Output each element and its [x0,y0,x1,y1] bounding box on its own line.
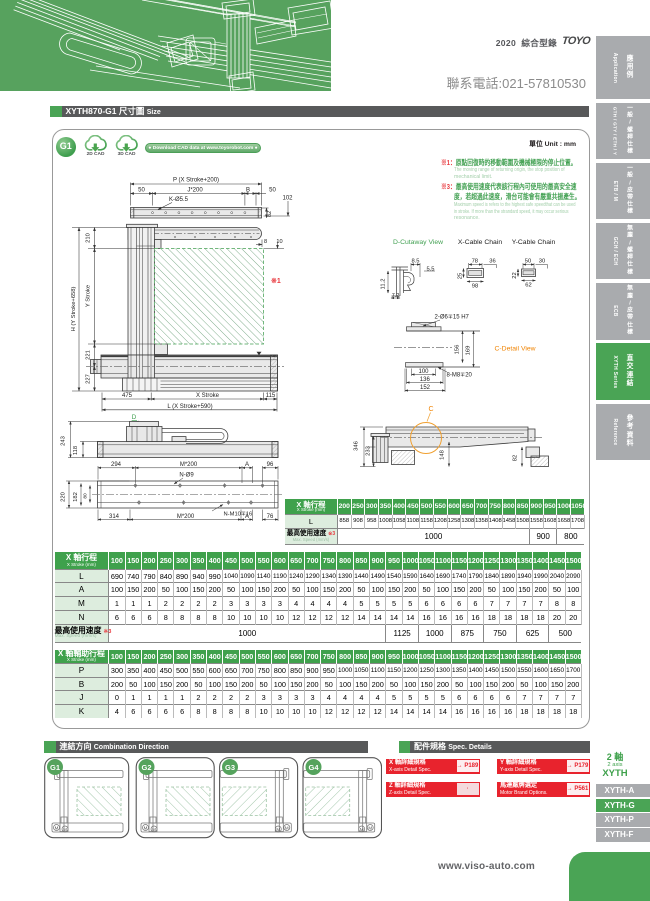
svg-text:156: 156 [455,345,461,355]
svg-text:C: C [428,406,433,413]
svg-text:233: 233 [366,446,372,456]
svg-text:115: 115 [266,393,276,399]
svg-text:136: 136 [420,377,431,383]
svg-text:100: 100 [418,369,429,375]
svg-text:G3: G3 [225,763,235,772]
svg-text:G2: G2 [141,763,151,772]
svg-text:243: 243 [61,436,67,446]
svg-text:X Stroke: X Stroke [196,393,220,399]
svg-text:5.5: 5.5 [426,267,434,273]
svg-text:8: 8 [264,239,267,245]
svg-text:98: 98 [472,284,478,290]
svg-text:102: 102 [282,196,293,202]
svg-text:118: 118 [73,446,79,455]
svg-text:346: 346 [354,441,360,451]
svg-text:C-Detail View: C-Detail View [495,346,536,353]
svg-text:152: 152 [420,385,431,391]
svg-text:294: 294 [111,462,122,468]
svg-text:148: 148 [440,450,446,460]
svg-text:82: 82 [513,455,519,461]
svg-text:N-M10∓16: N-M10∓16 [224,512,253,518]
svg-text:227: 227 [86,374,92,384]
svg-text:220: 220 [61,492,67,502]
svg-text:11.2: 11.2 [381,279,387,290]
svg-text:M: M [55,826,59,831]
svg-text:Y-Cable Chain: Y-Cable Chain [512,239,556,246]
svg-text:J*200: J*200 [187,188,203,194]
svg-text:N-Ø9: N-Ø9 [179,473,194,479]
svg-text:G1: G1 [50,763,60,772]
svg-text:※1: ※1 [271,277,281,285]
svg-text:78: 78 [472,259,478,265]
svg-text:8.5: 8.5 [411,259,419,265]
svg-text:G4: G4 [308,763,319,772]
svg-text:M: M [63,827,67,832]
svg-text:K-Ø5.5: K-Ø5.5 [169,197,189,203]
svg-text:314: 314 [109,514,120,520]
svg-text:210: 210 [86,233,92,243]
svg-text:7.2: 7.2 [392,293,400,299]
svg-text:22: 22 [512,272,518,278]
svg-text:M*200: M*200 [180,462,198,468]
svg-text:P (X Stroke+200): P (X Stroke+200) [173,178,219,184]
svg-text:L (X Stroke+590): L (X Stroke+590) [167,404,212,410]
svg-text:221: 221 [86,350,92,360]
svg-text:80: 80 [83,493,89,499]
svg-text:62: 62 [525,283,531,289]
svg-text:2-Ø6∓15 H7: 2-Ø6∓15 H7 [435,315,470,321]
svg-text:X-Cable Chain: X-Cable Chain [458,239,502,246]
svg-text:D: D [132,414,137,421]
svg-text:Y Stroke: Y Stroke [86,285,92,307]
svg-text:82: 82 [267,211,273,217]
svg-text:10: 10 [276,239,282,245]
svg-text:A: A [245,514,249,520]
svg-text:M*200: M*200 [177,514,195,520]
svg-text:36: 36 [489,259,495,265]
svg-text:25: 25 [458,273,464,279]
svg-text:30: 30 [539,259,545,265]
svg-text:475: 475 [122,393,133,399]
svg-text:D-Cutaway View: D-Cutaway View [393,239,443,246]
svg-text:H (Y Stroke+658): H (Y Stroke+658) [71,287,77,332]
svg-text:50: 50 [138,188,145,194]
svg-text:B: B [246,188,250,194]
svg-text:96: 96 [267,462,274,468]
svg-text:50: 50 [525,259,531,265]
svg-text:76: 76 [267,514,274,520]
svg-text:8-M8∓20: 8-M8∓20 [447,373,473,379]
svg-text:182: 182 [73,492,79,502]
svg-text:50: 50 [269,188,276,194]
svg-text:A: A [245,462,249,468]
svg-text:169: 169 [466,346,472,356]
